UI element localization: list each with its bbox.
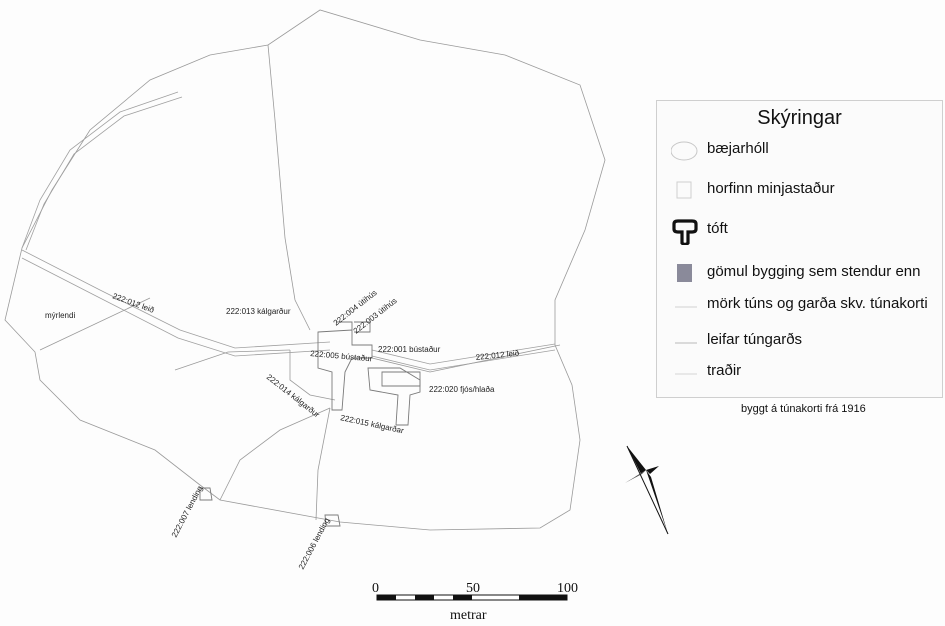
label-myrlendi: mýrlendi xyxy=(45,311,75,320)
legend-item-mork-tuns: mörk túns og garða skv. túnakorti xyxy=(657,292,942,318)
scale-unit: metrar xyxy=(450,608,487,623)
legend-label: gömul bygging sem stendur enn xyxy=(707,263,921,280)
scale-tick-50: 50 xyxy=(466,581,480,596)
legend-label: mörk túns og garða skv. túnakorti xyxy=(707,295,928,312)
farm-ruins xyxy=(199,321,421,527)
legend-label: traðir xyxy=(707,362,742,379)
label-007-lending: 222:007 lending xyxy=(170,484,205,539)
scale-tick-100: 100 xyxy=(557,581,578,596)
legend-caption: byggt á túnakorti frá 1916 xyxy=(741,403,866,415)
filled-square-icon xyxy=(677,264,692,282)
scale-bar: 0 50 100 metrar xyxy=(372,581,578,623)
legend-label: horfinn minjastaður xyxy=(707,180,835,197)
legend-label: leifar túngarðs xyxy=(707,331,803,348)
label-001-bustadur: 222:001 bústaður xyxy=(378,345,441,354)
label-006-lending: 222:006 lending xyxy=(297,516,332,571)
ellipse-outline-icon xyxy=(671,141,698,161)
thin-line-icon xyxy=(675,373,697,375)
label-012-leid-east: 222:012 leið xyxy=(475,348,520,362)
legend-item-gomul-bygging: gömul bygging sem stendur enn xyxy=(657,260,942,286)
label-005-bustadur: 222:005 bústaður xyxy=(310,349,373,363)
path-lines xyxy=(21,91,556,371)
thin-line-icon xyxy=(675,342,697,344)
square-outline-icon xyxy=(676,181,692,199)
north-arrow-icon xyxy=(625,445,669,535)
legend-item-horfinn: horfinn minjastaður xyxy=(657,177,942,203)
label-020-fjos-hlada: 222:020 fjós/hlaða xyxy=(429,385,495,394)
legend-label: tóft xyxy=(707,220,728,237)
thin-line-icon xyxy=(675,306,697,308)
label-013-kalgardur: 222:013 kálgarður xyxy=(226,307,291,316)
homefield-boundary xyxy=(4,9,606,531)
scale-tick-0: 0 xyxy=(372,581,379,596)
legend-item-toft: tóft xyxy=(657,217,942,245)
legend-item-baejarholl: bæjarhóll xyxy=(657,137,942,163)
legend-box: Skýringar bæjarhóll horfinn minjastaður … xyxy=(656,100,943,398)
ruin-symbol-icon xyxy=(672,219,698,245)
legend-item-tradir: traðir xyxy=(657,359,942,385)
label-012-leid-west: 222:012 leið xyxy=(111,291,156,315)
legend-item-leifar: leifar túngarðs xyxy=(657,328,942,354)
legend-label: bæjarhóll xyxy=(707,140,769,157)
legend-title: Skýringar xyxy=(757,107,842,129)
label-015-kalgardar: 222:015 kálgarðar xyxy=(340,413,405,435)
